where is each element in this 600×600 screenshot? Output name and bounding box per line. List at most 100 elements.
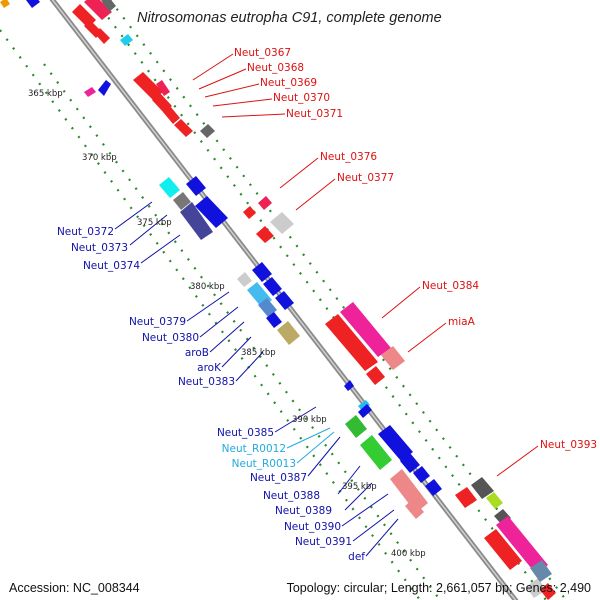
gene-block[interactable] [200,124,215,138]
gene-block[interactable] [26,0,40,8]
gene-block[interactable] [263,277,282,296]
gene-label[interactable]: Neut_0368 [247,62,304,74]
gene-block[interactable] [252,262,272,282]
gene-block[interactable] [270,212,294,234]
gene-block[interactable] [405,499,424,519]
outer-plus-ruler [109,0,567,600]
gene-block[interactable] [390,469,428,513]
inner-minus-ruler [43,63,441,600]
gene-label[interactable]: Neut_0387 [250,472,307,484]
gene-label[interactable]: Neut_0372 [57,226,114,238]
gene-block[interactable] [101,0,116,12]
gene-label[interactable]: aroB [185,347,209,359]
gene-label[interactable]: Neut_0391 [295,536,352,548]
gene-block[interactable] [256,226,274,243]
gene-block[interactable] [526,578,546,598]
gene-label[interactable]: Neut_0389 [275,505,332,517]
gene-block[interactable] [325,314,378,371]
gene-label[interactable]: Neut_0393 [540,439,597,451]
gene-block[interactable] [156,80,170,96]
kbp-tick-label: 365 kbp [28,89,63,99]
gene-label[interactable]: Neut_0388 [263,490,320,502]
gene-block[interactable] [413,466,430,483]
kbp-tick-label: 385 kbp [241,348,276,358]
kbp-tick-label: 380 kbp [190,282,225,292]
gene-label[interactable]: Neut_0384 [422,280,479,292]
gene-block[interactable] [540,583,556,600]
gene-block[interactable] [471,477,494,499]
gene-block[interactable] [174,119,193,137]
gene-label[interactable]: Neut_0379 [129,316,186,328]
minus-gene-labels: Neut_0372 Neut_0373 Neut_0374 Neut_0379 … [57,226,365,563]
gene-label[interactable]: Neut_0377 [337,172,394,184]
gene-block[interactable] [275,291,294,310]
gene-block[interactable] [152,93,172,113]
gene-block[interactable] [496,516,548,574]
gene-label[interactable]: def [348,551,365,563]
gene-block[interactable] [98,80,111,96]
gene-block[interactable] [163,106,180,124]
leader-lines [114,53,539,557]
plus-gene-labels: Neut_0367 Neut_0368 Neut_0369 Neut_0370 … [234,47,597,451]
gene-block[interactable] [366,366,385,385]
gene-block[interactable] [258,298,277,317]
gene-block[interactable] [133,72,163,100]
gene-label[interactable]: Neut_R0013 [232,458,296,470]
kbp-tick-labels: 365 kbp 370 kbp 375 kbp 380 kbp 385 kbp … [28,89,426,559]
gene-block[interactable] [358,404,372,418]
gene-block[interactable] [186,176,206,196]
gene-label[interactable]: aroK [197,362,222,374]
gene-block[interactable] [530,560,552,582]
topology-text: Topology: circular; Length: 2,661,057 bp… [286,581,591,595]
gene-label[interactable]: Neut_0367 [234,47,291,59]
kbp-tick-label: 400 kbp [391,549,426,559]
gene-block[interactable] [195,196,228,228]
gene-block[interactable] [400,453,420,473]
gene-block[interactable] [0,0,10,8]
gene-block[interactable] [84,87,96,97]
gene-block[interactable] [425,479,442,496]
gene-label[interactable]: Neut_0374 [83,260,140,272]
gene-label[interactable]: Neut_0371 [286,108,343,120]
gene-block[interactable] [381,346,405,370]
gene-label[interactable]: Neut_0373 [71,242,128,254]
gene-label[interactable]: Neut_0369 [260,77,317,89]
gene-block[interactable] [258,196,272,210]
gene-block[interactable] [120,34,133,46]
kbp-tick-label: 370 kbp [82,153,117,163]
gene-label[interactable]: Neut_0370 [273,92,330,104]
gene-block[interactable] [277,321,300,345]
gene-label[interactable]: Neut_R0012 [222,443,286,455]
minus-strand-genes [0,0,552,582]
gene-block[interactable] [243,206,256,219]
kbp-tick-label: 390 kbp [292,415,327,425]
gene-label[interactable]: Neut_0376 [320,151,377,163]
gene-label[interactable]: miaA [448,316,476,328]
gene-block[interactable] [95,28,110,44]
gene-block[interactable] [484,529,522,570]
gene-block[interactable] [180,202,213,240]
kbp-tick-label: 395 kbp [342,482,377,492]
gene-block[interactable] [344,380,354,391]
gene-label[interactable]: Neut_0380 [142,332,199,344]
accession-text: Accession: NC_008344 [9,581,140,595]
gene-block[interactable] [266,312,282,328]
gene-block[interactable] [378,425,413,461]
gene-block[interactable] [358,400,370,411]
gene-block[interactable] [237,272,252,287]
inner-plus-ruler [94,0,547,600]
gene-label[interactable]: Neut_0385 [217,427,274,439]
gene-block[interactable] [455,487,477,508]
gene-block[interactable] [340,302,391,357]
gene-block[interactable] [360,435,392,470]
gene-label[interactable]: Neut_0390 [284,521,341,533]
gene-block[interactable] [173,192,191,210]
plus-strand-genes [72,0,556,600]
gene-block[interactable] [345,415,367,438]
gene-block[interactable] [486,492,503,509]
gene-label[interactable]: Neut_0383 [178,376,235,388]
gene-block[interactable] [159,177,180,198]
kbp-tick-label: 375 kbp [137,218,172,228]
